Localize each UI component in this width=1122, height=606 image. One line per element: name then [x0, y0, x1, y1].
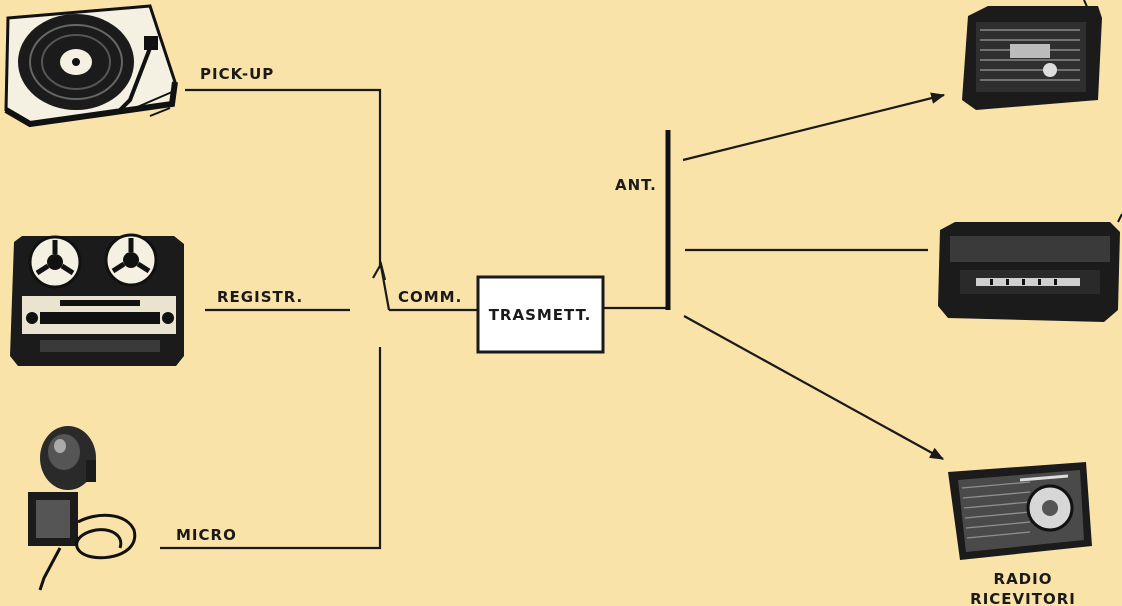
tape-recorder-icon	[10, 233, 184, 366]
pickup-line	[185, 88, 382, 268]
portable-radio-icon	[962, 0, 1102, 110]
antenna-label: ANT.	[615, 176, 657, 194]
micro-label: MICRO	[176, 526, 237, 544]
table-radio-icon	[938, 213, 1122, 322]
transmitter-label: TRASMETT.	[489, 306, 592, 324]
switch-blade	[379, 265, 391, 311]
transmitter-box	[476, 275, 605, 354]
switch-label: COMM.	[398, 288, 462, 306]
arrow-to-pocket-radio	[683, 315, 945, 460]
pocket-radio-icon	[948, 462, 1092, 560]
receivers-label-line2: RICEVITORI	[970, 590, 1076, 606]
pickup-label: PICK-UP	[200, 65, 274, 83]
registr-label: REGISTR.	[217, 288, 303, 306]
receivers-label-line1: RADIO	[994, 570, 1053, 588]
record-player-icon	[4, 4, 178, 128]
micro-line	[160, 347, 382, 550]
microphone-icon	[28, 426, 137, 591]
arrow-to-portable-radio	[682, 92, 946, 162]
